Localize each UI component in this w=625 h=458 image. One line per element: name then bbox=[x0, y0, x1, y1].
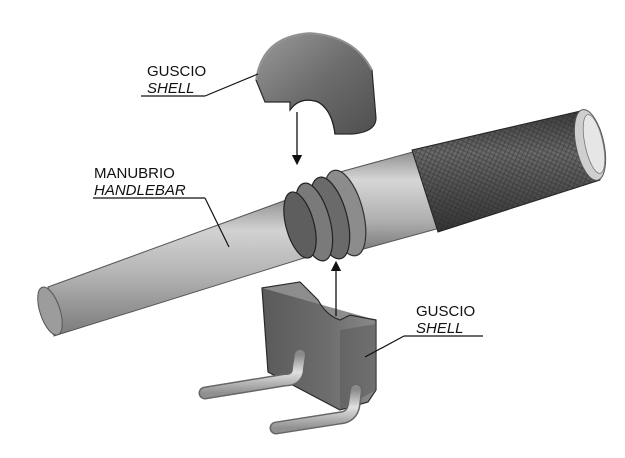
top-shell bbox=[255, 31, 377, 135]
label-top-shell-secondary: SHELL bbox=[147, 80, 195, 97]
label-handlebar: MANUBRIO HANDLEBAR bbox=[94, 165, 186, 199]
label-bottom-shell-secondary: SHELL bbox=[416, 320, 464, 337]
label-handlebar-primary: MANUBRIO bbox=[94, 165, 175, 182]
label-bottom-shell: GUSCIO SHELL bbox=[416, 303, 475, 337]
label-top-shell-primary: GUSCIO bbox=[147, 63, 206, 80]
mounting-rods bbox=[198, 348, 363, 435]
handlebar-grip bbox=[411, 109, 607, 233]
label-bottom-shell-primary: GUSCIO bbox=[416, 303, 475, 320]
label-handlebar-secondary: HANDLEBAR bbox=[94, 182, 186, 199]
collar-rings bbox=[283, 149, 441, 262]
leader-lines bbox=[93, 73, 483, 358]
label-top-shell: GUSCIO SHELL bbox=[147, 63, 206, 97]
assembly-arrows bbox=[291, 112, 342, 316]
